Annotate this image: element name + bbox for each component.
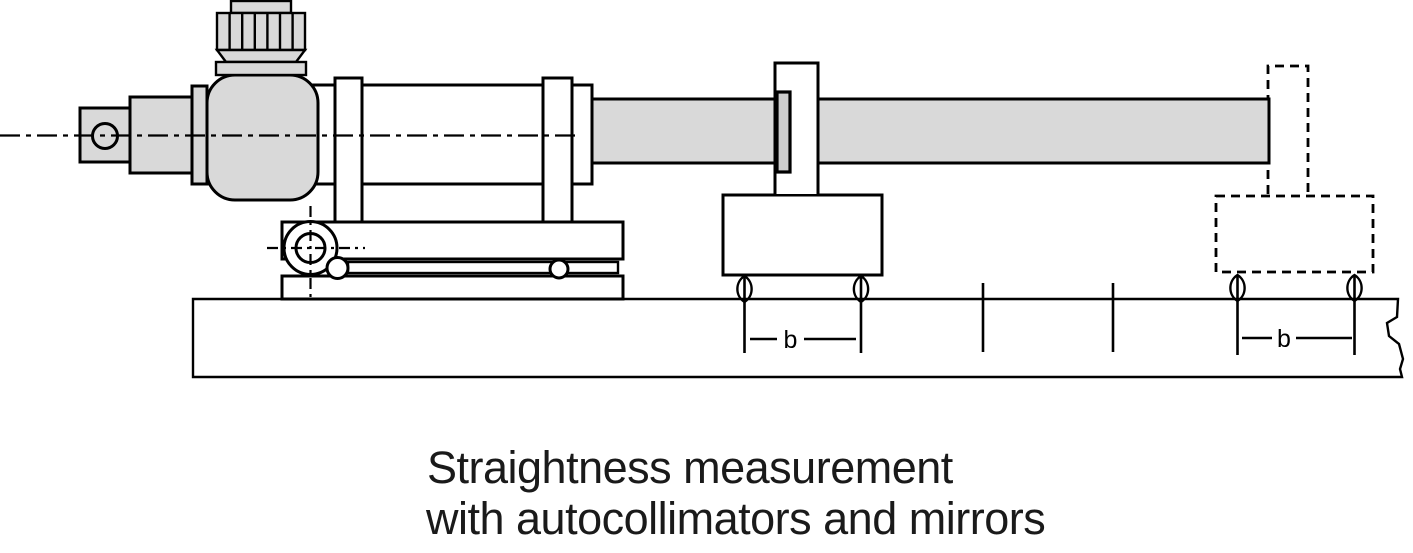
collimator-head-body (205, 73, 320, 202)
ghost-carriage-block (1214, 194, 1375, 274)
stand-roller-ball (548, 258, 570, 280)
knob-cap (229, 0, 293, 15)
mirror (775, 90, 792, 174)
mount-bracket-rear (541, 76, 574, 224)
caption-line-1: Straightness measurement (427, 442, 954, 493)
knob-taper (214, 48, 308, 64)
stand-bottom-plate (280, 274, 625, 301)
autocollimator (0, 0, 594, 224)
surface-plate-outline (191, 297, 1405, 379)
caption-line-2: with autocollimators and mirrors (425, 493, 1045, 544)
tilting-stand (267, 206, 625, 301)
mirror-carriage-ghost (1214, 64, 1375, 303)
dimension-annotations: b b (743, 276, 1356, 355)
beam-bar (590, 97, 1271, 165)
carriage-block (721, 193, 884, 277)
knob-collar (214, 60, 308, 77)
surface-plate (191, 297, 1405, 379)
knob-knurl-lines (228, 13, 294, 50)
ghost-mirror-post (1266, 64, 1310, 194)
measuring-beam (590, 97, 1271, 165)
mirror-carriage (721, 61, 884, 304)
caption: Straightness measurement with autocollim… (425, 442, 1046, 544)
pivot-ball (325, 256, 350, 280)
base-distance-label-left: b (784, 326, 798, 354)
base-distance-label-right: b (1277, 325, 1291, 353)
stand-top-plate (280, 220, 625, 261)
stand-adjust-bar (346, 260, 620, 275)
mount-bracket-front (333, 76, 364, 224)
knob-knurled-grip (215, 11, 307, 52)
